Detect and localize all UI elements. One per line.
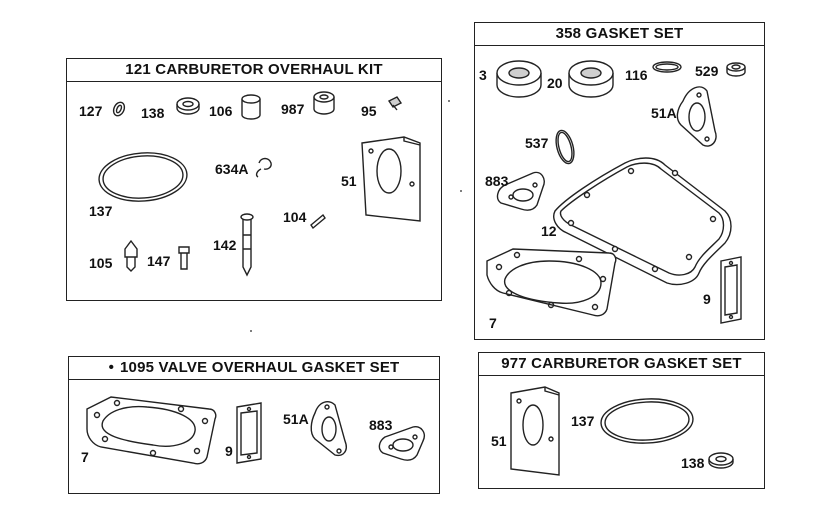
part-label-137: 137 xyxy=(571,413,595,429)
panel-title: • 1095 VALVE OVERHAUL GASKET SET xyxy=(69,357,439,380)
part-20-drawing xyxy=(568,60,614,98)
panel-title: 977 CARBURETOR GASKET SET xyxy=(479,353,764,376)
part-9-drawing xyxy=(720,256,742,324)
part-7-drawing xyxy=(86,396,217,465)
part-label-7: 7 xyxy=(489,315,497,331)
part-label-20: 20 xyxy=(547,75,563,91)
part-138-drawing xyxy=(708,452,734,469)
title-bullet: • xyxy=(108,359,115,376)
part-label-116: 116 xyxy=(625,67,648,83)
part-883-drawing xyxy=(496,171,545,211)
part-95-drawing xyxy=(387,96,403,111)
part-51a-drawing xyxy=(310,401,347,457)
valve-overhaul-gasket-set-panel: •1095 VALVE OVERHAUL GASKET SET 7 9 51A … xyxy=(68,356,440,494)
part-105-drawing xyxy=(124,239,138,272)
part-51-drawing xyxy=(361,136,421,222)
part-987-drawing xyxy=(313,91,335,115)
part-label-104: 104 xyxy=(283,209,307,225)
part-138-drawing xyxy=(176,97,200,115)
gasket-set-panel: 358 GASKET SET 3 xyxy=(474,22,765,340)
part-label-95: 95 xyxy=(361,103,377,119)
part-137-drawing xyxy=(98,152,188,202)
carburetor-overhaul-kit-panel: 121 CARBURETOR OVERHAUL KIT 127 138 106 … xyxy=(66,58,442,301)
part-147-drawing xyxy=(178,246,190,270)
part-label-537: 537 xyxy=(525,135,549,151)
carburetor-gasket-set-panel: 977 CARBURETOR GASKET SET 51 137 138 xyxy=(478,352,765,489)
part-label-9: 9 xyxy=(703,291,711,307)
part-label-883: 883 xyxy=(485,173,509,189)
gasket-set-parts-drawing xyxy=(486,60,746,324)
part-label-51a: 51A xyxy=(283,411,309,427)
part-label-634a: 634A xyxy=(215,161,249,177)
panel-title: 121 CARBURETOR OVERHAUL KIT xyxy=(67,59,441,82)
part-label-127: 127 xyxy=(79,103,103,119)
part-label-147: 147 xyxy=(147,253,171,269)
part-label-51: 51 xyxy=(491,433,507,449)
part-label-12: 12 xyxy=(541,223,557,239)
part-634a-drawing xyxy=(255,157,272,178)
part-9-drawing xyxy=(236,402,262,464)
part-label-529: 529 xyxy=(695,63,719,79)
scan-speck xyxy=(448,100,450,102)
part-label-106: 106 xyxy=(209,103,233,119)
part-7-drawing xyxy=(486,248,617,317)
part-137-drawing xyxy=(600,398,694,444)
part-116-drawing xyxy=(652,61,682,73)
part-127-drawing xyxy=(112,101,126,117)
part-51a-drawing xyxy=(676,86,717,147)
part-537-drawing xyxy=(555,129,575,165)
part-label-883: 883 xyxy=(369,417,393,433)
part-label-9: 9 xyxy=(225,443,233,459)
part-51-drawing xyxy=(510,386,560,476)
valve-set-parts-drawing xyxy=(86,396,425,465)
part-104-drawing xyxy=(310,213,326,230)
part-529-drawing xyxy=(726,62,746,77)
part-label-7: 7 xyxy=(81,449,89,465)
part-12-drawing xyxy=(553,157,732,286)
part-label-138: 138 xyxy=(681,455,705,471)
part-label-3: 3 xyxy=(479,67,487,83)
part-3-drawing xyxy=(496,60,542,98)
part-106-drawing xyxy=(241,94,261,120)
part-label-105: 105 xyxy=(89,255,113,271)
carburetor-kit-parts-drawing xyxy=(98,91,421,277)
panel-title: 358 GASKET SET xyxy=(475,23,764,46)
part-label-137: 137 xyxy=(89,203,113,219)
part-label-142: 142 xyxy=(213,237,237,253)
part-label-51a: 51A xyxy=(651,105,677,121)
carburetor-gasket-parts-drawing xyxy=(510,386,734,476)
part-label-987: 987 xyxy=(281,101,305,117)
title-text: 1095 VALVE OVERHAUL GASKET SET xyxy=(120,359,400,376)
part-label-51: 51 xyxy=(341,173,357,189)
scan-speck xyxy=(250,330,252,332)
part-142-drawing xyxy=(240,213,254,277)
part-label-138: 138 xyxy=(141,105,165,121)
part-883-drawing xyxy=(378,426,425,461)
scan-speck xyxy=(460,190,462,192)
